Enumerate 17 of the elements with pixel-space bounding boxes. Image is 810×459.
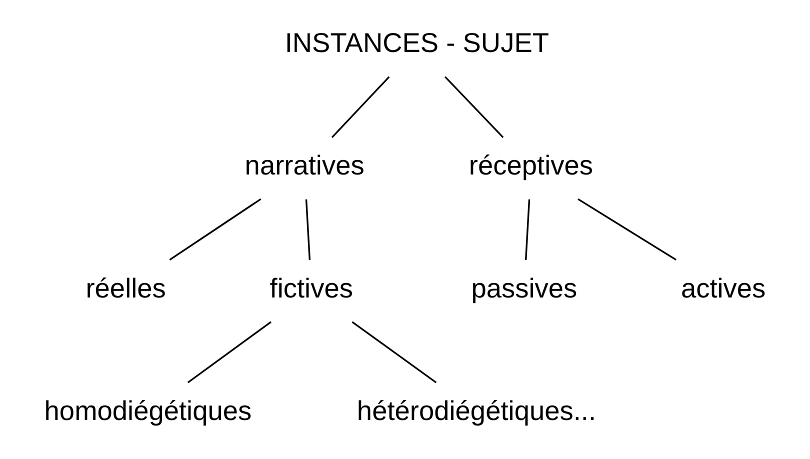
connector [444,76,504,138]
node-text: actives [680,272,766,304]
node-text: homodiégétiques [44,394,252,426]
node-text: fictives [270,272,353,304]
node-text: hétérodiégétiques... [356,394,596,426]
connector [331,76,390,138]
connector [352,321,437,384]
connector [305,199,311,260]
node-text: passives [471,272,578,304]
node-text: réelles [86,272,166,304]
connector [578,198,677,261]
node-text: réceptives [468,150,593,181]
connector [524,199,530,260]
node-text: INSTANCES - SUJET [284,27,549,58]
connector [187,321,272,384]
connector [169,198,262,261]
node-text: narratives [244,150,364,181]
